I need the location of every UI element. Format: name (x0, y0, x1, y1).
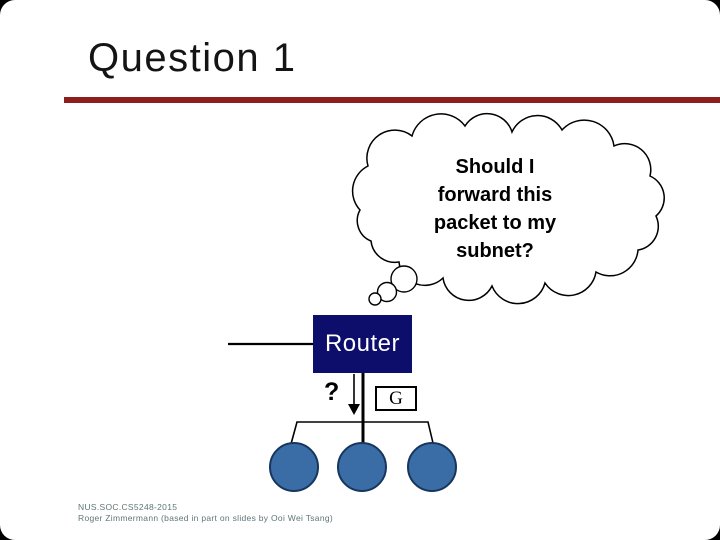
host-node (337, 442, 387, 492)
thought-bubble-text: Should I forward this packet to my subne… (392, 153, 598, 265)
footer-course-code: NUS.SOC.CS5248-2015 (78, 502, 178, 512)
thought-line: subnet? (456, 240, 534, 262)
host-node (407, 442, 457, 492)
gateway-box: G (375, 386, 417, 411)
router-label: Router (324, 330, 401, 357)
thought-tail-circle (376, 281, 398, 303)
router-box: Router (313, 315, 412, 373)
thought-line: forward this (437, 184, 553, 206)
thought-line: Should I (455, 156, 535, 178)
host-node (269, 442, 319, 492)
down-arrow-head-icon (348, 404, 360, 415)
slide-footer: NUS.SOC.CS5248-2015 Roger Zimmermann (ba… (78, 502, 333, 523)
footer-attribution: Roger Zimmermann (based in part on slide… (78, 512, 334, 523)
thought-tail-circle (368, 292, 382, 306)
slide-title: Question 1 (88, 36, 297, 80)
title-underline (64, 97, 720, 103)
thought-bubble-icon (351, 112, 665, 305)
thought-line: packet to my (433, 212, 557, 234)
question-mark-label: ? (324, 378, 340, 406)
subnet-bus-line (290, 421, 434, 445)
gateway-label: G (389, 387, 403, 409)
thought-tail-circle (390, 265, 418, 293)
